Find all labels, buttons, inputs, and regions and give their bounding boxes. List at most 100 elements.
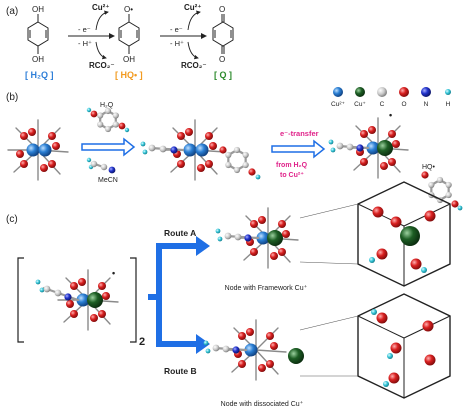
nitrogen-atom: [64, 293, 72, 301]
cu2-atom: [366, 141, 380, 155]
carbon-atom: [224, 232, 232, 240]
oxygen-atom: [48, 132, 56, 140]
cu1-legend: Cu⁺: [354, 87, 366, 108]
nitrogen-atom: [244, 234, 252, 242]
node-reduced: [347, 117, 409, 179]
hydrogen-atom: [328, 139, 334, 145]
nitrogen-atom: [108, 166, 116, 174]
hq-top-o: O•: [124, 5, 133, 14]
transfer-sub1: from H₂Q: [276, 162, 308, 169]
o-legend: O: [399, 87, 409, 108]
oxygen-atom: [380, 162, 388, 170]
h2q-label: [ H₂Q ]: [25, 70, 54, 80]
cu1-atom: [377, 140, 393, 156]
oxygen-atom: [422, 320, 434, 332]
oxygen-atom: [360, 158, 368, 166]
oxygen-atom: [98, 310, 106, 318]
oxygen-atom: [250, 248, 258, 256]
node-cu1-start: [57, 269, 119, 331]
oxygen-atom: [177, 132, 185, 140]
step2-cu2: Cu²⁺: [184, 3, 202, 12]
carbon-atom: [346, 143, 354, 151]
hq-structure: O• OH: [118, 5, 140, 64]
oxygen-atom: [410, 258, 422, 270]
oxygen-atom: [205, 132, 213, 140]
transfer-title: e⁻-transfer: [280, 129, 319, 138]
cu2-atom: [38, 143, 52, 157]
oxygen-atom: [278, 248, 286, 256]
hydrogen-atom: [387, 353, 393, 359]
caption-route-b: Node with dissociated Cu⁺: [221, 400, 304, 408]
legend-label: H: [446, 101, 451, 108]
oxygen-atom: [421, 171, 429, 179]
step2-rco2: RCO₂⁻: [181, 61, 207, 70]
oxygen-atom: [66, 300, 74, 308]
step1-minus-h: - H⁺: [78, 39, 92, 48]
route-b-ligand: Node with dissociated Cu⁺: [203, 340, 304, 408]
oxygen-atom: [250, 220, 258, 228]
hydrogen-atom: [35, 279, 41, 285]
cu1-atom: [400, 226, 420, 246]
nitrogen-atom: [170, 146, 178, 154]
oxygen-atom: [390, 342, 402, 354]
oxygen-atom: [78, 278, 86, 286]
cu1-atom: [267, 230, 283, 246]
mecn-reagent-label: MeCN: [98, 177, 118, 184]
q-label: [ Q ]: [214, 70, 232, 80]
radical-dot: •: [112, 268, 115, 278]
hydrogen-atom: [203, 340, 209, 346]
step1-rco2: RCO₂⁻: [89, 61, 115, 70]
carbon-atom: [242, 161, 249, 169]
carbon-atom: [428, 181, 435, 189]
h-legend: H: [445, 89, 451, 108]
carbon-atom: [54, 289, 62, 297]
carbon-atom: [225, 161, 232, 169]
hydrogen-atom: [39, 287, 45, 293]
oxygen-atom: [278, 220, 286, 228]
step2-minus-h: - H⁺: [170, 39, 184, 48]
oxygen-atom: [372, 206, 384, 218]
carbon-atom: [43, 285, 51, 293]
cu2-atom: [76, 293, 90, 307]
oxygen-atom: [368, 126, 376, 134]
transfer-sub2: to Cu²⁺: [280, 171, 304, 179]
caption-route-a: Node with Framework Cu⁺: [225, 284, 308, 292]
oxygen-atom: [90, 314, 98, 322]
oxygen-atom: [376, 248, 388, 260]
hq-product-label: HQ•: [422, 164, 436, 171]
route-a-label: Route A: [164, 228, 196, 238]
oxygen-atom: [98, 282, 106, 290]
carbon-atom: [112, 112, 119, 119]
route-b-label: Route B: [164, 366, 197, 376]
product-ligands: •HQ•: [328, 110, 463, 211]
zoom-box-dissociated: [357, 293, 451, 399]
carbon-atom: [233, 146, 241, 154]
legend-label: Cu²⁺: [331, 101, 345, 108]
hydrogen-atom: [371, 309, 377, 315]
oxygen-atom: [424, 354, 436, 366]
step-1: - e⁻ - H⁺ Cu²⁺ RCO₂⁻: [68, 3, 115, 70]
bound-h2q: [225, 146, 249, 174]
nitrogen-atom: [232, 346, 240, 354]
cu2-atom: [26, 143, 40, 157]
oxygen-atom: [248, 168, 256, 176]
dimer-bracket: 2: [17, 257, 145, 348]
bond: [255, 327, 279, 351]
oxygen-atom: [238, 332, 246, 340]
carbon-atom: [233, 166, 241, 174]
panel-label-b: (b): [6, 92, 18, 103]
panel-label-a: (a): [6, 6, 18, 17]
oxygen-atom: [266, 332, 274, 340]
oxygen-atom: [388, 158, 396, 166]
oxygen-atom: [219, 146, 227, 154]
oxygen-atom: [270, 252, 278, 260]
carbon-atom: [97, 112, 104, 119]
oxygen-atom: [376, 312, 388, 324]
oxygen-atom: [40, 164, 48, 172]
hydrogen-atom: [215, 228, 221, 234]
block-arrow: [271, 139, 326, 159]
hydrogen-atom: [457, 205, 463, 211]
oxygen-atom: [197, 164, 205, 172]
